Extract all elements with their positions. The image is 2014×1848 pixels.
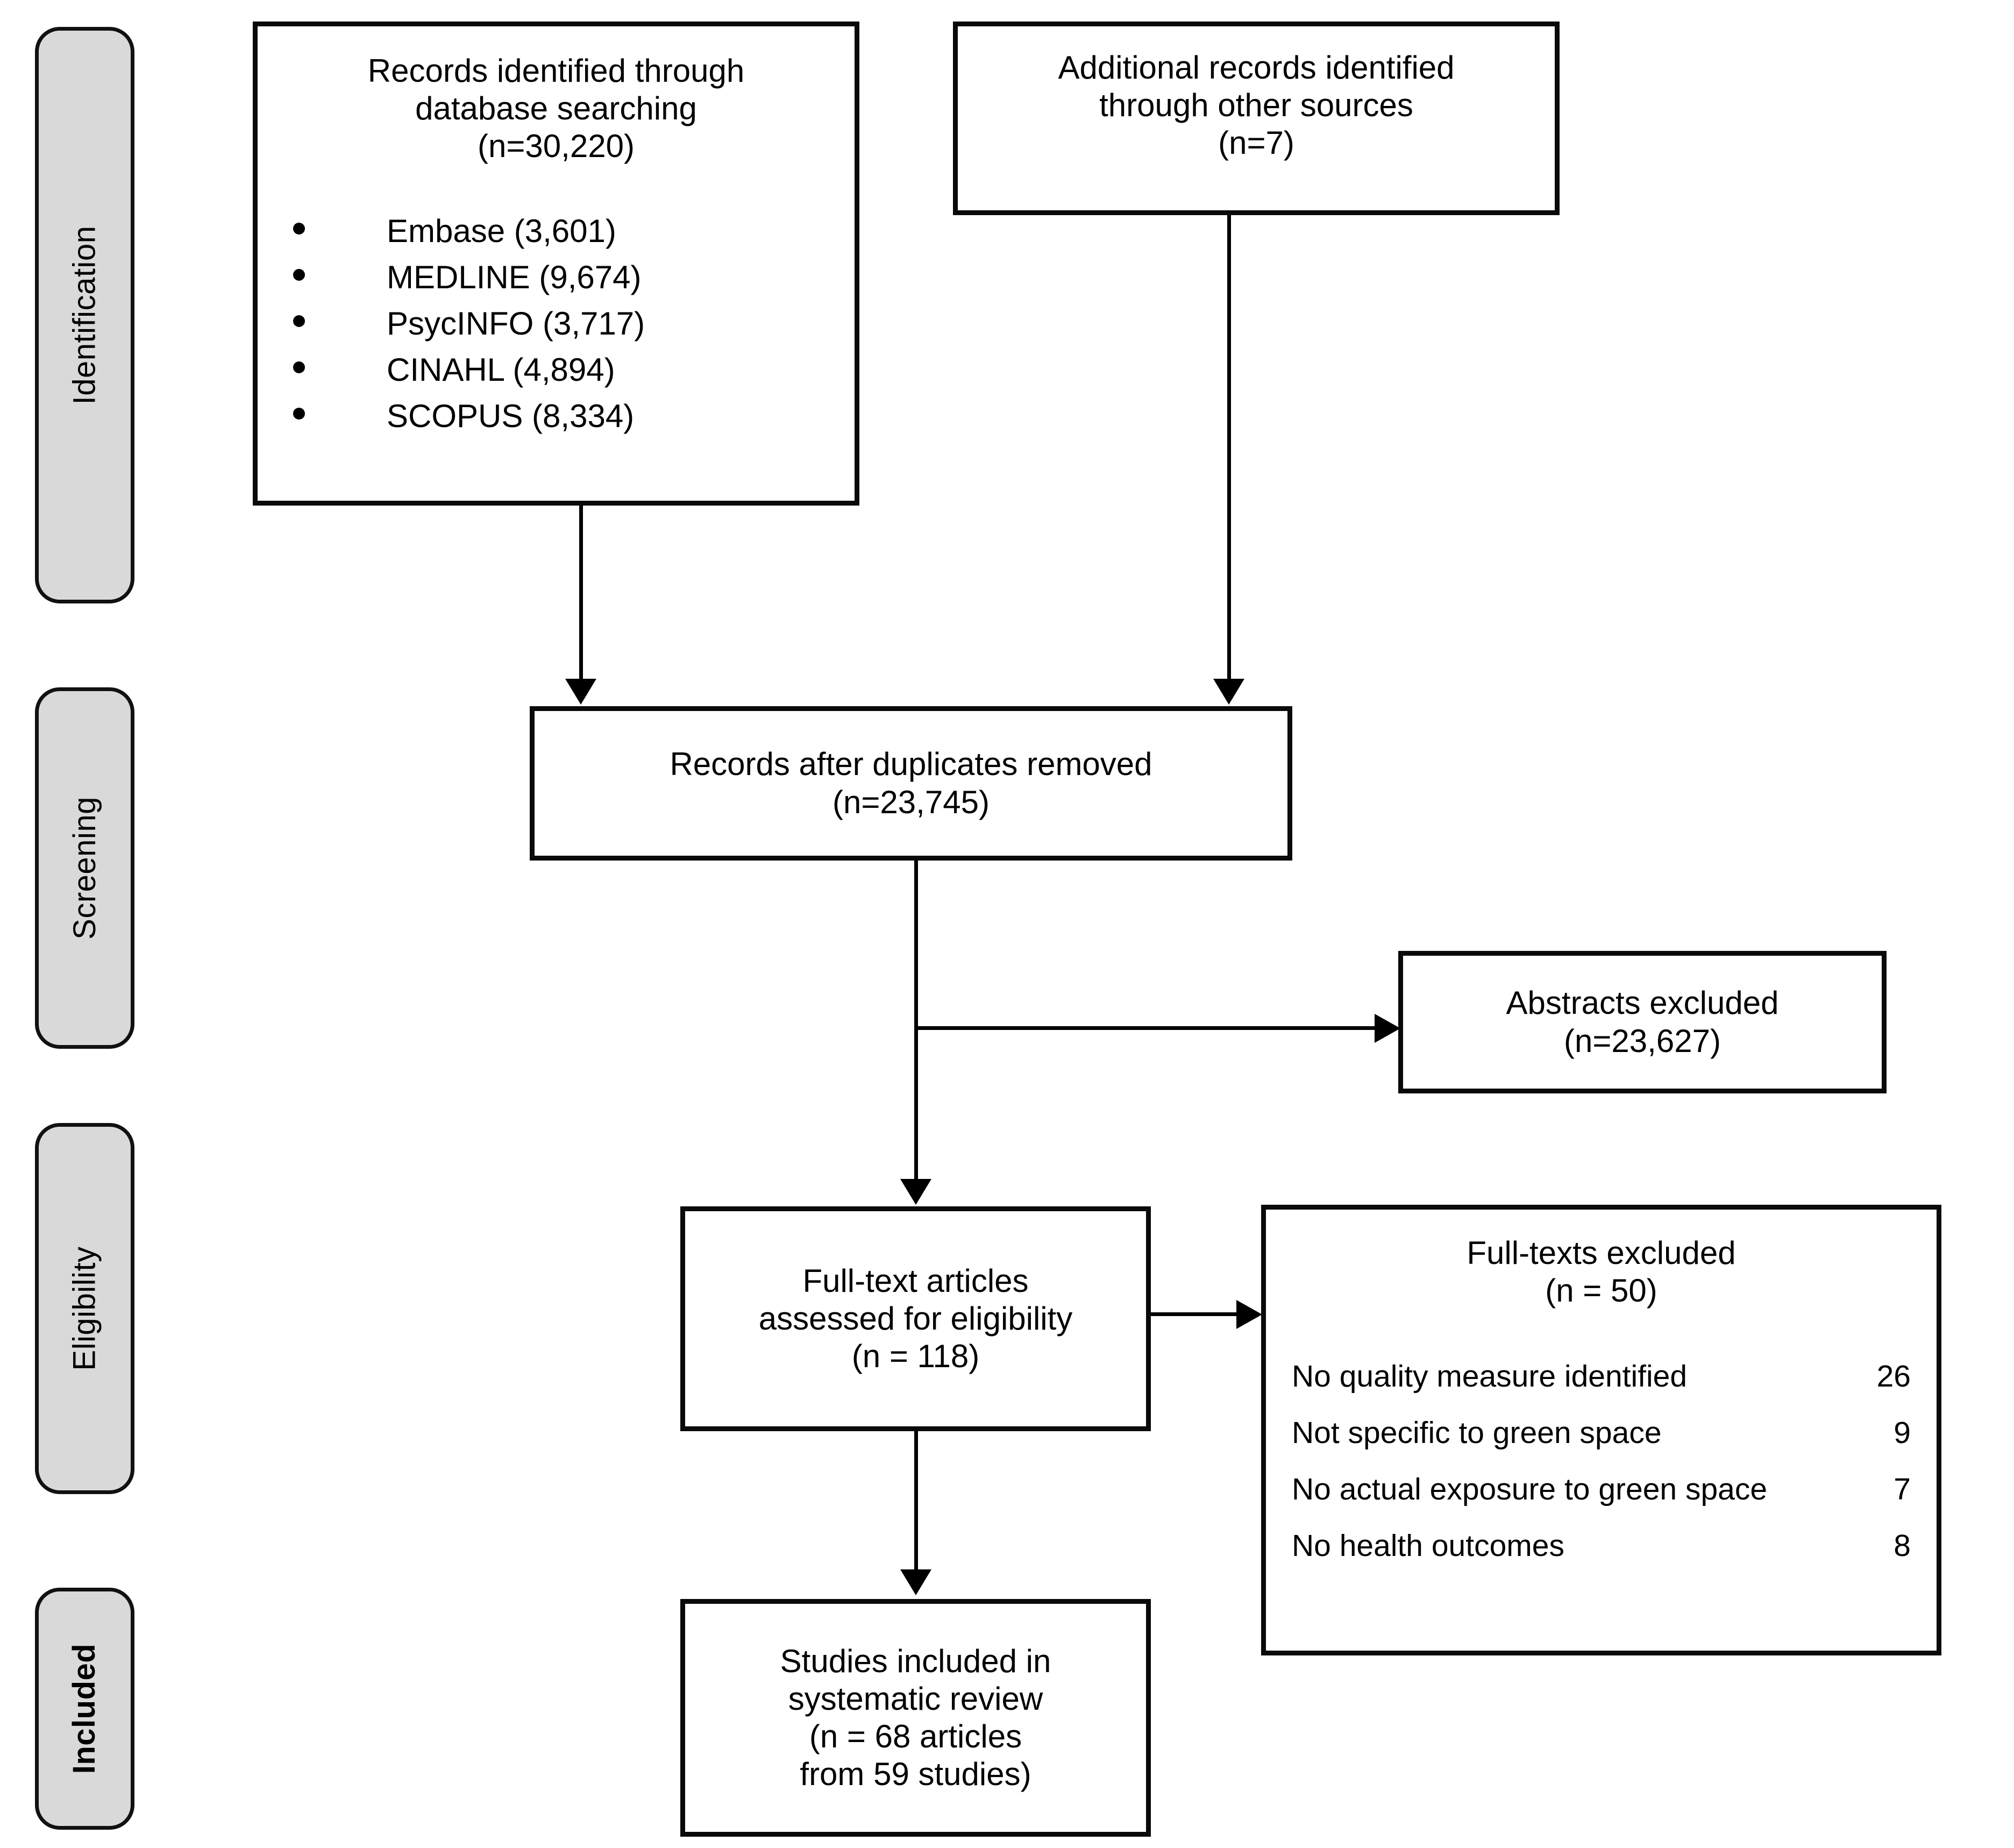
database-source-label: CINAHL (4,894): [387, 351, 615, 388]
bullet-icon: [293, 222, 305, 234]
exclusion-reason-count: 8: [1894, 1529, 1911, 1563]
bullet-icon: [293, 315, 305, 327]
bullet-icon: [293, 268, 305, 281]
exclusion-reason-label: No quality measure identified: [1292, 1359, 1688, 1394]
node-other-sources: Additional records identified through ot…: [953, 22, 1560, 215]
arrowhead-database-to-duplicates: [565, 679, 596, 705]
exclusion-reason-count: 7: [1894, 1472, 1911, 1507]
node-database-search-title: Records identified through database sear…: [367, 53, 745, 165]
table-row: Not specific to green space 9: [1292, 1418, 1911, 1448]
node-fulltexts-excluded: Full-texts excluded (n = 50) No quality …: [1261, 1205, 1941, 1655]
connector-to-abstracts-excluded: [916, 1026, 1376, 1030]
arrowhead-other-to-duplicates: [1213, 679, 1244, 705]
node-duplicates-removed: Records after duplicates removed (n=23,7…: [530, 706, 1292, 861]
exclusion-reason-label: No actual exposure to green space: [1292, 1472, 1768, 1507]
stage-tab-included: Included: [35, 1588, 134, 1830]
list-item: PsycINFO (3,717): [293, 305, 645, 342]
node-abstracts-excluded-title: Abstracts excluded (n=23,627): [1506, 985, 1779, 1059]
node-other-sources-title: Additional records identified through ot…: [1058, 49, 1455, 161]
stage-tab-eligibility-label: Eligibility: [67, 1246, 102, 1371]
list-item: MEDLINE (9,674): [293, 261, 645, 294]
arrowhead-fulltext-to-included: [900, 1569, 931, 1595]
node-fulltext-assessed-title: Full-text articles assessed for eligibil…: [758, 1262, 1073, 1375]
table-row: No quality measure identified 26: [1292, 1361, 1911, 1392]
stage-tab-identification: Identification: [35, 27, 134, 603]
exclusion-reason-count: 26: [1876, 1359, 1911, 1394]
bullet-icon: [293, 361, 305, 373]
node-fulltext-assessed: Full-text articles assessed for eligibil…: [680, 1206, 1151, 1431]
node-fulltexts-excluded-title: Full-texts excluded (n = 50): [1467, 1235, 1736, 1309]
node-studies-included-title: Studies included in systematic review (n…: [780, 1643, 1051, 1793]
exclusion-reason-list: No quality measure identified 26 Not spe…: [1292, 1361, 1911, 1587]
node-duplicates-removed-title: Records after duplicates removed (n=23,7…: [670, 746, 1152, 820]
stage-tab-included-label: Included: [67, 1643, 102, 1774]
database-source-label: SCOPUS (8,334): [387, 397, 635, 434]
node-abstracts-excluded: Abstracts excluded (n=23,627): [1398, 951, 1887, 1093]
connector-fulltext-to-included: [914, 1430, 918, 1572]
node-studies-included: Studies included in systematic review (n…: [680, 1599, 1151, 1837]
connector-to-fulltexts-excluded: [1149, 1312, 1237, 1316]
connector-duplicates-to-fulltext: [914, 858, 918, 1181]
stage-tab-screening: Screening: [35, 687, 134, 1049]
arrowhead-to-abstracts-excluded: [1375, 1014, 1400, 1043]
table-row: No actual exposure to green space 7: [1292, 1474, 1911, 1505]
exclusion-reason-label: No health outcomes: [1292, 1529, 1564, 1563]
list-item: CINAHL (4,894): [293, 351, 645, 388]
stage-tab-identification-label: Identification: [67, 225, 102, 405]
exclusion-reason-count: 9: [1894, 1416, 1911, 1451]
arrowhead-to-fulltexts-excluded: [1236, 1300, 1262, 1329]
bullet-icon: [293, 407, 305, 420]
arrowhead-duplicates-to-fulltext: [900, 1179, 931, 1205]
database-source-label: MEDLINE (9,674): [387, 259, 642, 295]
database-source-label: Embase (3,601): [387, 212, 616, 249]
list-item: SCOPUS (8,334): [293, 400, 645, 432]
exclusion-reason-label: Not specific to green space: [1292, 1416, 1662, 1451]
list-item: Embase (3,601): [293, 215, 645, 247]
connector-other-to-duplicates: [1227, 214, 1231, 682]
stage-tab-eligibility: Eligibility: [35, 1123, 134, 1494]
connector-database-to-duplicates: [579, 504, 583, 682]
database-source-label: PsycINFO (3,717): [387, 305, 645, 342]
table-row: No health outcomes 8: [1292, 1531, 1911, 1561]
database-source-list: Embase (3,601) MEDLINE (9,674) PsycINFO …: [293, 215, 645, 446]
node-database-search: Records identified through database sear…: [253, 22, 859, 506]
stage-tab-screening-label: Screening: [67, 797, 102, 940]
